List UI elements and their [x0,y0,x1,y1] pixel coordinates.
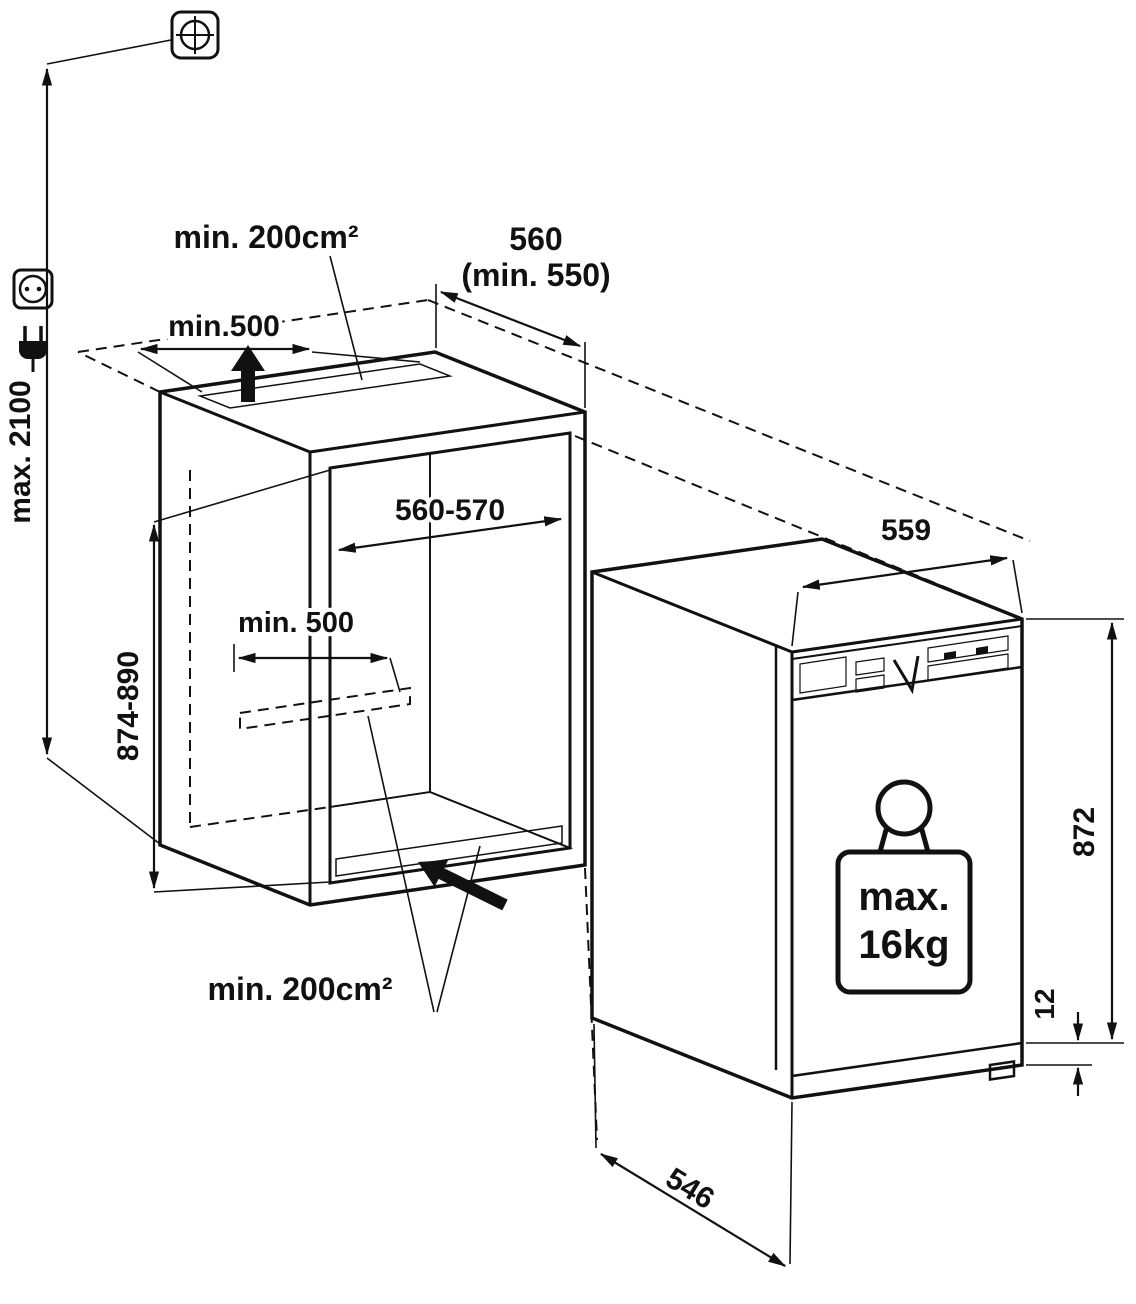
airflow-intake-arrow-icon [418,860,508,911]
vent-strip-bottom-front [335,825,563,877]
appliance-foot [988,1060,1016,1081]
appliance: max. 16kg [590,537,1024,1100]
dim-top-vent-area: min. 200cm² [170,215,363,381]
appliance-width-label: 559 [881,514,931,547]
dim-appliance-height: 872 [1026,618,1124,1044]
top-vent-area-label: min. 200cm² [174,219,359,255]
bottom-vent-width-label: min. 500 [238,607,354,639]
niche-width-label: 560-570 [395,494,505,527]
power-plug-icon [19,326,47,372]
dim-top-vent-width: min.500 [137,306,421,393]
socket-height-label: max. 2100 [4,380,37,523]
power-socket-icon [12,268,54,310]
dim-niche-depth: 560 (min. 550) [435,221,611,408]
control-panel-strip [791,625,1023,702]
dim-appliance-depth: 546 [593,1023,793,1267]
vent-strip-bottom-back [239,686,411,731]
niche-depth-min-label: (min. 550) [461,257,610,293]
niche-height-label: 874-890 [112,651,145,761]
dim-bottom-vent-area: min. 200cm² [204,715,481,1013]
appliance-height-label: 872 [1068,807,1101,857]
niche-floor [329,791,574,885]
dim-door-floor-gap: 12 [1026,988,1092,1096]
weight-value-label: 16kg [858,923,949,967]
dim-socket-height: max. 2100 [4,39,172,845]
weight-max-label: max. [858,875,949,919]
bottom-vent-area-label: min. 200cm² [208,971,393,1007]
niche-cabinet [158,345,587,911]
niche-depth-label: 560 [509,221,562,257]
door-floor-gap-label: 12 [1029,988,1060,1019]
dim-bottom-vent-width: min. 500 [233,603,401,693]
vent-strip-top [197,363,453,409]
dim-niche-width: 560-570 [337,490,563,553]
fixing-point-icon [170,10,220,60]
top-vent-width-label: min.500 [168,310,280,343]
weight-icon: max. 16kg [835,779,973,995]
dim-appliance-width: 559 [791,514,1023,647]
dim-niche-height: 874-890 [112,469,331,893]
airflow-up-arrow-icon [231,345,265,402]
